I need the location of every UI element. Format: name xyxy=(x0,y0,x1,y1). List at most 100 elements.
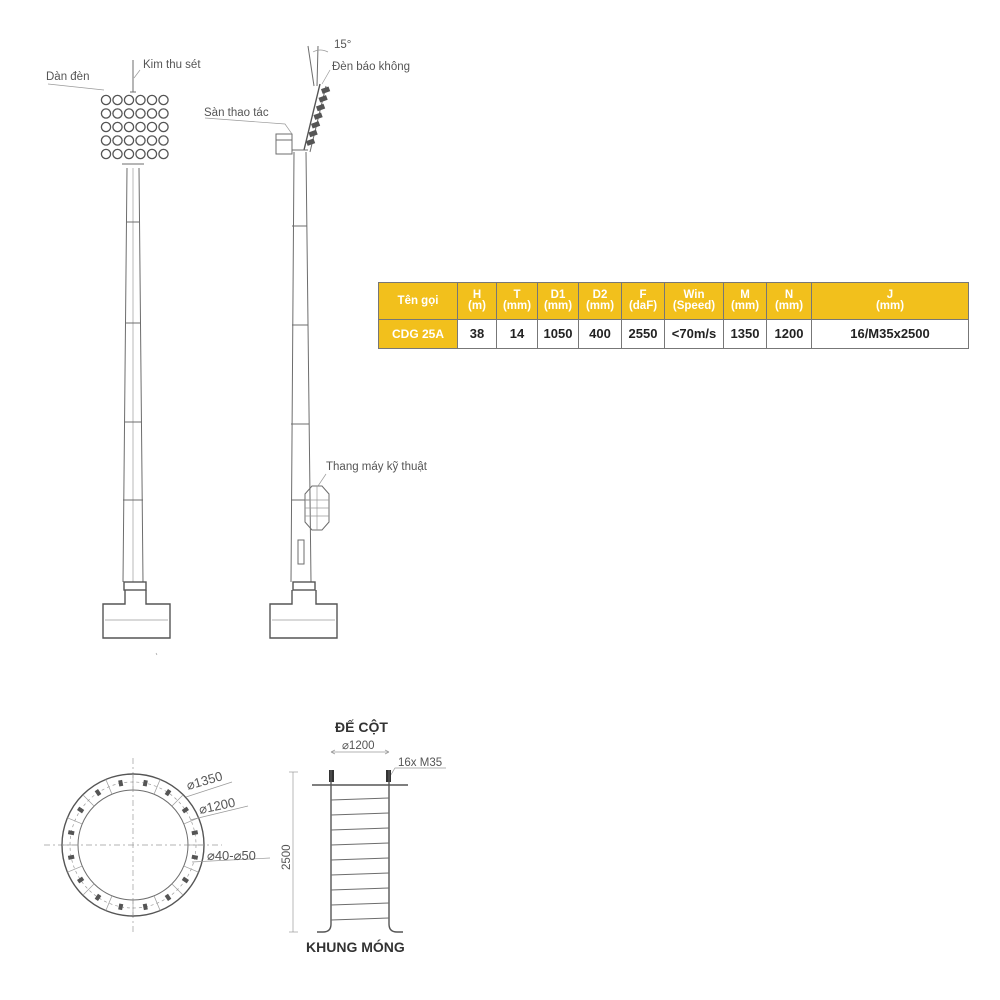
header-cell: H(m) xyxy=(457,282,497,320)
header-cell: Tên gọi xyxy=(378,282,458,320)
cell-d2: 400 xyxy=(578,319,622,349)
lamp xyxy=(112,108,123,119)
lamp xyxy=(158,108,169,119)
label-light-rack: Dàn đèn xyxy=(46,71,89,83)
side-lamp xyxy=(320,86,331,94)
side-lamp xyxy=(318,95,328,103)
lamp xyxy=(146,135,158,146)
bolt-hole xyxy=(94,893,102,901)
stirrup xyxy=(330,902,390,906)
bolt-hole xyxy=(77,806,85,814)
dim-outer-diameter: ⌀1350 xyxy=(185,768,224,793)
lamp xyxy=(123,135,135,146)
bolt-hole xyxy=(181,876,189,884)
cell-d1: 1050 xyxy=(537,319,579,349)
label-elevator: Thang máy kỹ thuật xyxy=(326,461,428,473)
lamp xyxy=(146,108,158,119)
lamp xyxy=(112,148,123,160)
bolt-hole xyxy=(142,903,148,911)
side-lamps xyxy=(305,86,331,146)
foundation-caption: KHUNG MÓNG xyxy=(306,938,405,955)
lamp xyxy=(112,135,123,146)
stirrup xyxy=(330,797,390,801)
stirrup xyxy=(330,812,390,816)
bolt-hole xyxy=(118,903,124,911)
label-warning-light: Đèn báo không xyxy=(332,61,410,73)
header-cell: D1(mm) xyxy=(537,282,579,320)
lamp xyxy=(158,94,169,106)
lamp xyxy=(100,121,112,133)
lamp xyxy=(100,94,112,106)
cell-m: 1350 xyxy=(723,319,767,349)
bolt-hole xyxy=(181,806,189,814)
bolt-holes xyxy=(62,774,204,916)
stirrup xyxy=(330,887,390,891)
cell-t: 14 xyxy=(496,319,538,349)
stirrup xyxy=(330,857,390,861)
bolt-hole xyxy=(67,830,75,836)
dim-cage-height: 2500 xyxy=(281,844,293,870)
stirrup xyxy=(330,842,390,846)
lamp xyxy=(135,148,146,160)
label-bolts: 16x M35 xyxy=(398,757,442,769)
cell-wind: <70m/s xyxy=(664,319,724,349)
header-cell: D2(mm) xyxy=(578,282,622,320)
lamp xyxy=(123,148,135,160)
header-cell: Win(Speed) xyxy=(664,282,724,320)
header-cell: T(mm) xyxy=(496,282,538,320)
label-angle: 15° xyxy=(334,39,351,51)
lamp xyxy=(146,121,158,133)
lamp xyxy=(158,148,169,160)
stirrup xyxy=(330,827,390,831)
foundation-title: ĐẾ CỘT xyxy=(335,718,388,735)
front-view-pole: Dàn đèn Kim thu sét xyxy=(46,59,201,656)
lamp xyxy=(123,121,135,133)
side-lamp xyxy=(310,121,321,129)
bolt-hole xyxy=(164,789,172,797)
side-lamp xyxy=(313,112,323,120)
header-cell: J(mm) xyxy=(811,282,969,320)
lamp xyxy=(146,94,158,106)
lamp xyxy=(135,108,146,119)
cell-h: 38 xyxy=(457,319,497,349)
header-cell: M(mm) xyxy=(723,282,767,320)
side-pole-shaft xyxy=(290,151,312,583)
header-cell: F(daF) xyxy=(621,282,665,320)
stirrup xyxy=(330,917,390,921)
stirrup xyxy=(330,872,390,876)
lamp xyxy=(100,148,112,160)
lamp xyxy=(135,135,146,146)
table-header-row: Tên gọi H(m) T(mm) D1(mm) D2(mm) F(daF) … xyxy=(378,282,969,320)
lamp xyxy=(112,121,123,133)
work-platform xyxy=(275,133,293,155)
anchor-rod-left xyxy=(317,770,332,933)
cell-f: 2550 xyxy=(621,319,665,349)
lamp xyxy=(135,121,146,133)
specification-table: Tên gọi H(m) T(mm) D1(mm) D2(mm) F(daF) … xyxy=(378,282,969,349)
base-plate-plan: ⌀1350 ⌀1200 ⌀40-⌀50 xyxy=(44,758,271,932)
side-lamp xyxy=(305,138,316,146)
lamp xyxy=(158,121,169,133)
tilted-lamp-rack xyxy=(303,83,321,151)
pole-foundation xyxy=(102,590,171,639)
stirrup-rings xyxy=(330,797,390,921)
dim-cage-width: ⌀1200 xyxy=(342,740,375,752)
bolt-hole xyxy=(164,893,172,901)
foundation-cage: ĐẾ CỘT ⌀1200 16x M35 2500 KHUNG MÓNG xyxy=(281,718,446,955)
lamp xyxy=(158,135,169,146)
lamp xyxy=(146,148,158,160)
header-cell: N(mm) xyxy=(766,282,812,320)
dim-hole-diameter: ⌀40-⌀50 xyxy=(207,848,256,863)
side-view-pole: 15° Đèn báo không Sàn thao xyxy=(204,39,428,639)
bolt-hole xyxy=(67,854,75,860)
lamp xyxy=(123,108,135,119)
technical-elevator xyxy=(304,485,330,531)
light-rack xyxy=(100,94,169,160)
cell-n: 1200 xyxy=(766,319,812,349)
lamp xyxy=(123,94,135,106)
bolt-hole xyxy=(77,876,85,884)
bolt-hole xyxy=(142,779,148,787)
label-platform: Sàn thao tác xyxy=(204,107,269,119)
table-row: CDG 25A 38 14 1050 400 2550 <70m/s 1350 … xyxy=(378,319,969,349)
